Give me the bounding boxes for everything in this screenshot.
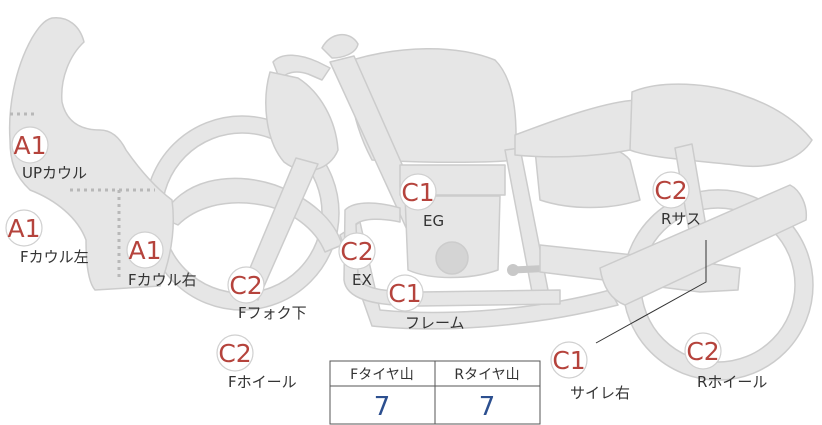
damage-code: C2	[218, 339, 251, 368]
part-label: UPカウル	[22, 164, 87, 182]
badge-circle	[338, 232, 376, 270]
damage-code: C2	[686, 337, 719, 366]
rear-tire-value: 7	[479, 392, 496, 422]
part-label: Fフォク下	[238, 304, 307, 322]
badge-circle	[216, 334, 254, 372]
damage-code: C2	[340, 237, 373, 266]
part-label: サイレ右	[570, 384, 630, 402]
badge-frame: C1 フレーム	[386, 274, 465, 332]
upper-cowl	[8, 17, 174, 291]
damage-code: C1	[401, 178, 434, 207]
front-fender	[161, 177, 343, 253]
badge-circle	[399, 173, 437, 211]
headlight	[265, 71, 339, 172]
damage-code: A1	[7, 214, 40, 243]
damage-code: A1	[128, 236, 161, 265]
badge-circle	[652, 171, 690, 209]
front-tire-value: 7	[374, 392, 391, 422]
cowl-divisions	[10, 112, 155, 278]
exhaust-pipe	[343, 202, 561, 307]
part-label: Rサス	[661, 210, 701, 228]
rear-tire-header: Rタイヤ山	[454, 367, 519, 383]
muffler	[599, 184, 808, 306]
damage-code: C2	[654, 176, 687, 205]
tail-cowl	[629, 83, 813, 167]
part-label: Rホイール	[697, 373, 767, 391]
damage-code: A1	[13, 131, 46, 160]
front-tire-header: Fタイヤ山	[350, 367, 414, 383]
part-label: フレーム	[405, 314, 465, 332]
badge-circle	[550, 341, 588, 379]
badge-circle	[227, 266, 265, 304]
badge-circle	[386, 274, 424, 312]
damage-code: C1	[552, 346, 585, 375]
damage-code: C1	[388, 279, 421, 308]
tire-tread-table: Fタイヤ山 Rタイヤ山 7 7	[329, 360, 541, 425]
front-fork	[239, 157, 319, 301]
badge-circle	[5, 209, 43, 247]
part-label: Fカウル左	[20, 248, 89, 266]
part-label: Fカウル右	[128, 271, 197, 289]
badge-circle	[11, 126, 49, 164]
damage-code: C2	[229, 271, 262, 300]
badge-circle	[126, 231, 164, 269]
part-label: Fホイール	[228, 373, 297, 391]
part-label: EG	[423, 212, 444, 230]
badge-circle	[684, 332, 722, 370]
badge-muffler-right: C1 サイレ右	[550, 341, 630, 402]
motorcycle-silhouette	[8, 17, 814, 381]
mirror	[321, 34, 359, 59]
part-label: EX	[352, 271, 372, 289]
engine-block	[404, 195, 501, 279]
muffler-leader-line	[595, 240, 707, 344]
engine-cover	[435, 241, 469, 275]
